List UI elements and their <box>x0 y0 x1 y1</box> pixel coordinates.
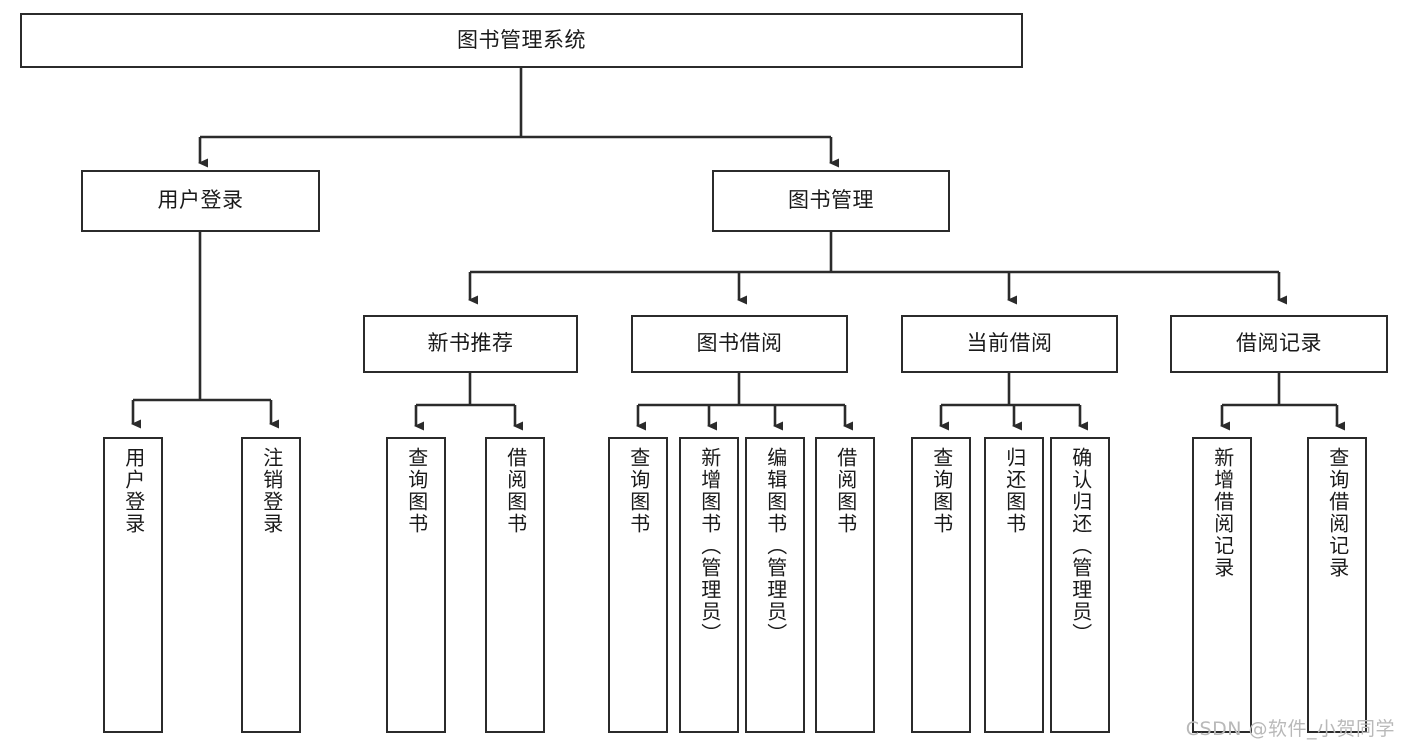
node-leaf-borrow-query-label: 查询图书 <box>626 447 651 535</box>
node-leaf-rec-search[interactable]: 查询借阅记录 <box>1307 437 1367 733</box>
node-leaf-rec-add-label: 新增借阅记录 <box>1210 447 1235 579</box>
node-leaf-borrow-add-label: 新增图书（管理员） <box>697 447 722 645</box>
node-current-borrow[interactable]: 当前借阅 <box>901 315 1118 373</box>
node-book-borrow-label: 图书借阅 <box>696 331 783 356</box>
node-new-book-rec[interactable]: 新书推荐 <box>363 315 578 373</box>
node-leaf-user-login[interactable]: 用户登录 <box>103 437 163 733</box>
node-leaf-borrow-add[interactable]: 新增图书（管理员） <box>679 437 739 733</box>
node-user-login[interactable]: 用户登录 <box>81 170 320 232</box>
node-leaf-borrow-edit-label: 编辑图书（管理员） <box>763 447 788 645</box>
node-leaf-user-login-label: 用户登录 <box>121 447 146 535</box>
node-leaf-cur-return-label: 归还图书 <box>1002 447 1027 535</box>
node-leaf-cur-query[interactable]: 查询图书 <box>911 437 971 733</box>
node-root-label: 图书管理系统 <box>457 27 586 52</box>
node-leaf-borrow-do[interactable]: 借阅图书 <box>815 437 875 733</box>
node-leaf-borrow-query[interactable]: 查询图书 <box>608 437 668 733</box>
node-leaf-rec-borrow-label: 借阅图书 <box>503 447 528 535</box>
node-leaf-rec-query[interactable]: 查询图书 <box>386 437 446 733</box>
node-leaf-borrow-do-label: 借阅图书 <box>833 447 858 535</box>
node-leaf-rec-add[interactable]: 新增借阅记录 <box>1192 437 1252 733</box>
watermark-text: CSDN @软件_小贺同学 <box>1185 718 1395 740</box>
node-new-book-rec-label: 新书推荐 <box>427 331 514 356</box>
edge-root-to-level2 <box>198 68 839 168</box>
node-leaf-user-logout[interactable]: 注销登录 <box>241 437 301 733</box>
node-book-manage-label: 图书管理 <box>788 188 874 213</box>
edge-currentborrow-to-leaves <box>939 373 1088 431</box>
node-book-borrow[interactable]: 图书借阅 <box>631 315 848 373</box>
node-leaf-cur-confirm-label: 确认归还（管理员） <box>1068 447 1093 645</box>
node-leaf-borrow-edit[interactable]: 编辑图书（管理员） <box>745 437 805 733</box>
node-leaf-rec-search-label: 查询借阅记录 <box>1325 447 1350 579</box>
node-borrow-record[interactable]: 借阅记录 <box>1170 315 1388 373</box>
edge-borrowrecord-to-leaves <box>1220 373 1345 431</box>
node-leaf-cur-query-label: 查询图书 <box>929 447 954 535</box>
node-leaf-cur-confirm[interactable]: 确认归还（管理员） <box>1050 437 1110 733</box>
node-leaf-rec-query-label: 查询图书 <box>404 447 429 535</box>
node-leaf-rec-borrow[interactable]: 借阅图书 <box>485 437 545 733</box>
edge-newbookrec-to-leaves <box>414 373 523 431</box>
node-borrow-record-label: 借阅记录 <box>1236 331 1322 356</box>
node-current-borrow-label: 当前借阅 <box>966 331 1053 356</box>
node-book-manage[interactable]: 图书管理 <box>712 170 950 232</box>
edge-bookborrow-to-leaves <box>636 373 853 431</box>
node-leaf-user-logout-label: 注销登录 <box>259 447 284 535</box>
node-user-login-label: 用户登录 <box>157 188 244 213</box>
edge-bookmanage-to-level3 <box>468 232 1287 305</box>
node-root[interactable]: 图书管理系统 <box>20 13 1023 68</box>
edge-userlogin-to-leaves <box>131 232 279 429</box>
node-leaf-cur-return[interactable]: 归还图书 <box>984 437 1044 733</box>
